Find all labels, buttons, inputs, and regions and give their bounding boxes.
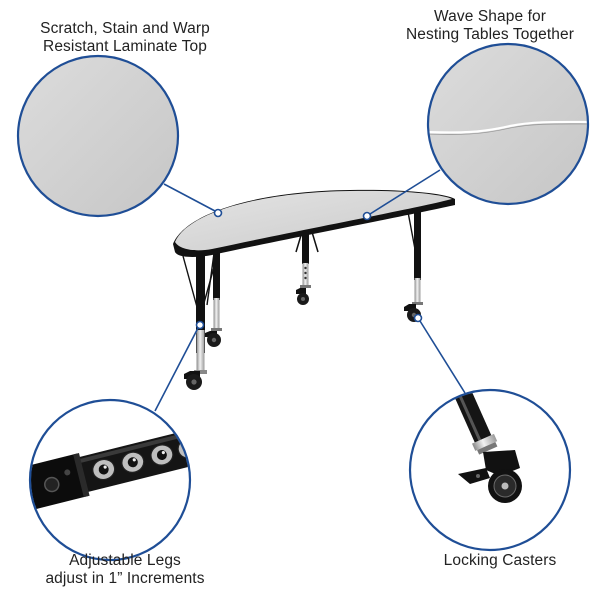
callout-label-laminate-top: Scratch, Stain and Warp Resistant Lamina… — [0, 20, 250, 56]
callout-dot-wave — [362, 211, 372, 221]
table-leg-right — [404, 210, 423, 322]
callout-dot-casters — [413, 313, 423, 323]
callout-label-line: Adjustable Legs — [69, 552, 181, 569]
table-image — [173, 189, 455, 390]
callout-label-line: Scratch, Stain and Warp — [40, 20, 210, 37]
callout-line-wave — [369, 169, 441, 215]
detail-circle-legs — [28, 398, 192, 562]
callout-label-line: adjust in 1” Increments — [45, 570, 205, 587]
callout-dot-laminate — [213, 208, 223, 218]
callout-label-line: Nesting Tables Together — [405, 26, 575, 43]
callout-dot-legs — [195, 320, 205, 330]
table-leg-back-center — [295, 230, 319, 305]
callout-label-line: Wave Shape for — [434, 8, 546, 25]
callout-label-line: Resistant Laminate Top — [43, 38, 207, 55]
callout-dots — [195, 208, 423, 330]
tabletop-surface — [175, 190, 452, 251]
table-leg-front-left — [182, 252, 219, 390]
detail-circle-casters — [408, 388, 572, 552]
callout-label-locking-casters: Locking Casters — [400, 552, 600, 570]
callout-label-line: Locking Casters — [443, 552, 557, 569]
callout-line-legs — [154, 327, 199, 412]
callout-line-casters — [419, 320, 466, 394]
callout-lines — [154, 169, 466, 412]
callout-line-laminate — [163, 183, 216, 212]
table-leg-back-left — [205, 245, 222, 347]
detail-circle-laminate — [16, 54, 180, 218]
callout-label-adjustable-legs: Adjustable Legs adjust in 1” Increments — [0, 552, 250, 588]
detail-circle-wave — [426, 42, 590, 206]
callout-label-wave-shape: Wave Shape for Nesting Tables Together — [380, 8, 600, 44]
